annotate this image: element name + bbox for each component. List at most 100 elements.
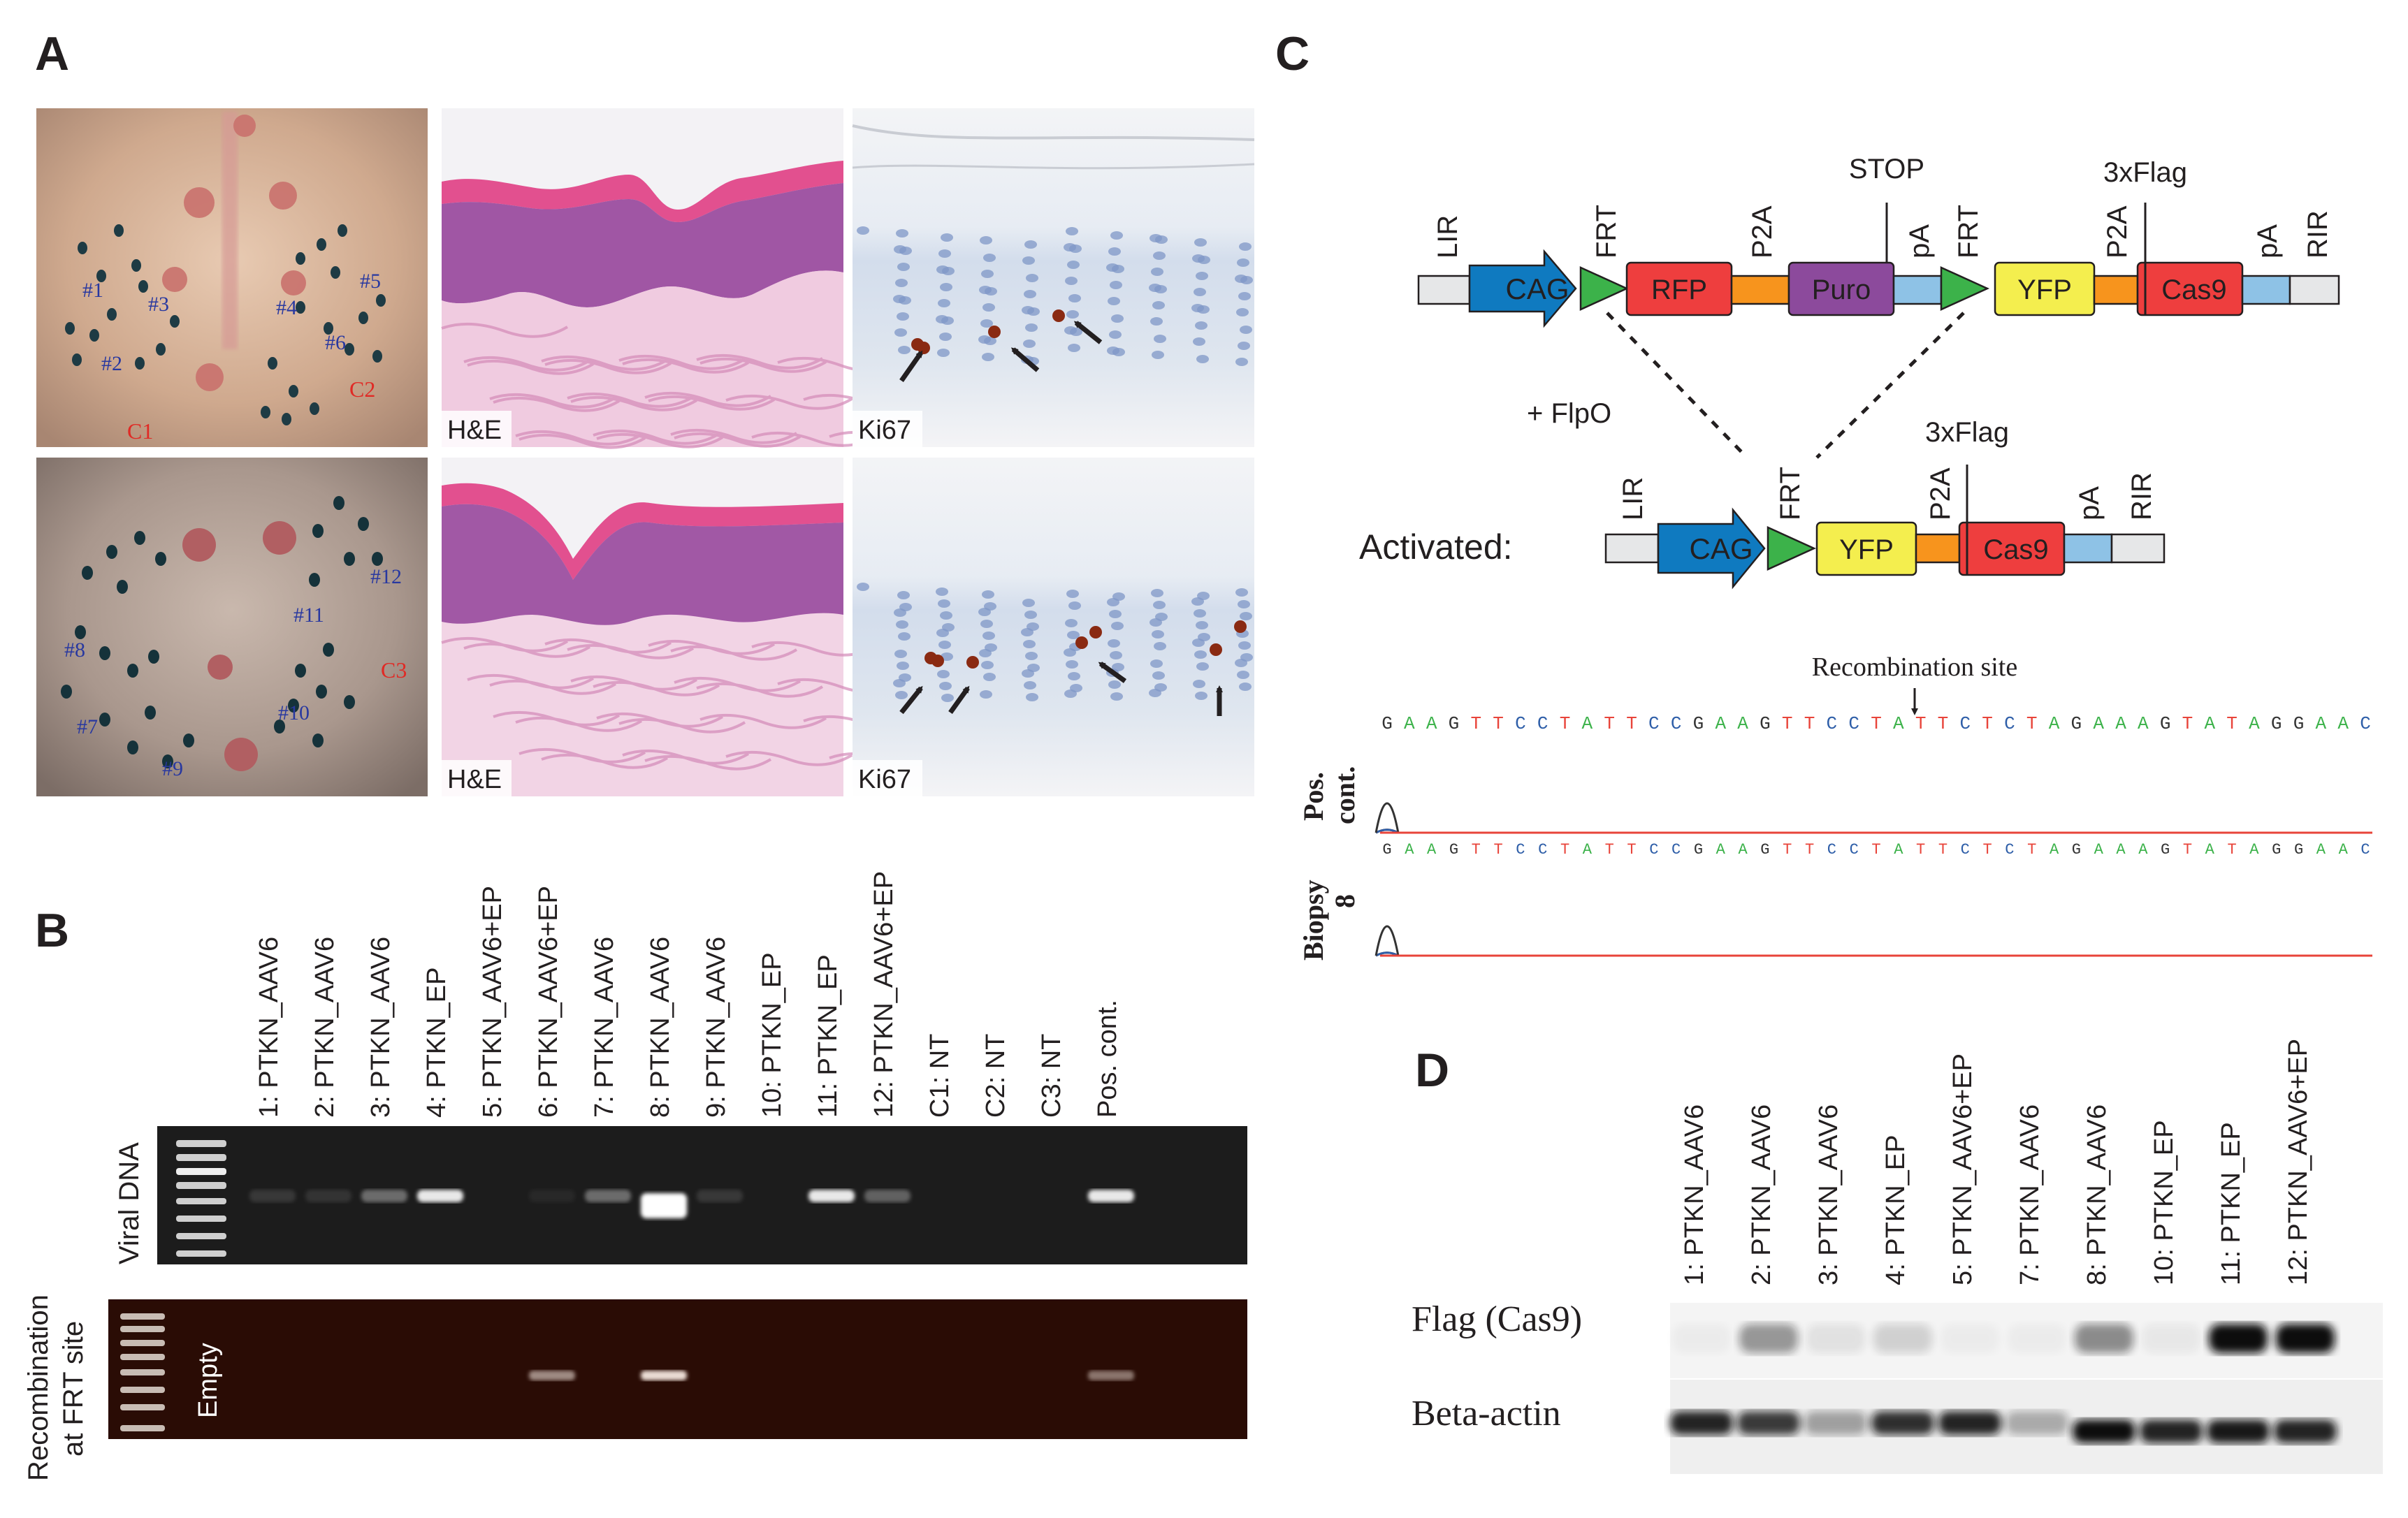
lane-label: 3: PTKN_AAV6 bbox=[1814, 1104, 1843, 1285]
collagen-fiber bbox=[541, 753, 669, 769]
base-call: G bbox=[2071, 713, 2082, 734]
base-call: A bbox=[2138, 713, 2149, 734]
base-call: A bbox=[2204, 713, 2215, 734]
tattoo-dot bbox=[82, 566, 93, 580]
base-call: G bbox=[2271, 713, 2282, 734]
base-call: C bbox=[2360, 841, 2370, 859]
tattoo-dot bbox=[145, 706, 156, 720]
nucleus bbox=[1192, 638, 1205, 647]
base-call: A bbox=[1404, 713, 1415, 734]
collagen-fiber bbox=[648, 395, 776, 411]
lane-label: 12: PTKN_AAV6+EP bbox=[2284, 1039, 2313, 1285]
nucleus bbox=[1065, 277, 1078, 285]
base-call: T bbox=[1915, 713, 1927, 734]
base-call: A bbox=[1893, 713, 1904, 734]
nucleus bbox=[1108, 297, 1120, 305]
arrow-icon bbox=[1010, 347, 1040, 372]
base-call: A bbox=[1738, 841, 1748, 859]
3xflag-label: 3xFlag bbox=[1925, 417, 2009, 448]
tattoo-dot bbox=[282, 413, 291, 425]
lane-label: 1: PTKN_AAV6 bbox=[1680, 1104, 1709, 1285]
nucleus bbox=[1153, 251, 1166, 260]
nucleus bbox=[982, 353, 994, 361]
panel-label-a: A bbox=[35, 27, 69, 80]
nucleus bbox=[1022, 306, 1034, 314]
site-label: #8 bbox=[64, 638, 85, 662]
nucleus bbox=[941, 233, 953, 242]
tattoo-dot bbox=[106, 545, 117, 559]
nucleus bbox=[1240, 612, 1252, 620]
tattoo-dot bbox=[309, 573, 320, 587]
row-label-recombination-1: Recombination bbox=[23, 1294, 54, 1481]
tattoo-dot bbox=[96, 270, 106, 282]
frt-label: FRT bbox=[1591, 205, 1622, 258]
cag-label: CAG bbox=[1505, 272, 1569, 305]
nucleus bbox=[1021, 628, 1033, 636]
recombination-site-label: Recombination site bbox=[1812, 652, 2017, 682]
base-call: T bbox=[1782, 713, 1793, 734]
frt-triangle bbox=[1579, 266, 1630, 311]
nucleus bbox=[1191, 304, 1204, 312]
collagen-fiber bbox=[467, 359, 595, 375]
nucleus bbox=[983, 673, 996, 681]
nucleus bbox=[894, 608, 906, 617]
stop-label: STOP bbox=[1849, 154, 1924, 184]
base-call: A bbox=[2316, 841, 2326, 859]
recombination-dashed-line bbox=[1815, 312, 1965, 459]
nucleus bbox=[894, 650, 907, 658]
arrow-icon bbox=[899, 350, 923, 383]
nucleus bbox=[857, 226, 869, 235]
base-call: A bbox=[2093, 713, 2104, 734]
nucleus bbox=[1066, 227, 1078, 235]
pa-label: pA bbox=[2252, 224, 2283, 258]
nucleus bbox=[1149, 284, 1161, 292]
collagen-fiber bbox=[644, 391, 772, 407]
gel-band bbox=[529, 1190, 575, 1202]
tattoo-dot bbox=[338, 224, 347, 237]
base-call: A bbox=[2249, 713, 2260, 734]
collagen-fiber bbox=[518, 433, 646, 449]
base-call: A bbox=[1583, 841, 1593, 859]
nucleus bbox=[1154, 642, 1166, 650]
base-call: T bbox=[1470, 713, 1481, 734]
western-band bbox=[2006, 1411, 2068, 1435]
base-call: C bbox=[1515, 713, 1526, 734]
nucleus bbox=[1068, 294, 1081, 302]
nucleus bbox=[1022, 669, 1034, 678]
cas9-label: Cas9 bbox=[2161, 275, 2226, 305]
collagen-fiber bbox=[570, 395, 698, 411]
frt-triangle bbox=[1940, 266, 1990, 311]
nucleus bbox=[1025, 652, 1038, 660]
nucleus bbox=[936, 588, 948, 596]
nucleus bbox=[1023, 340, 1036, 348]
base-call: T bbox=[1982, 841, 1992, 859]
tattoo-dot bbox=[333, 496, 344, 510]
base-call: A bbox=[2205, 841, 2215, 859]
nucleus bbox=[979, 649, 992, 657]
panel-label-b: B bbox=[35, 904, 69, 957]
collagen-fiber bbox=[489, 679, 617, 695]
rir-label: RIR bbox=[2126, 472, 2157, 520]
he-histology-top: H&E bbox=[441, 108, 957, 449]
ki67-histology-bottom: Ki67 bbox=[853, 458, 1254, 796]
nucleus bbox=[1026, 693, 1038, 701]
nucleus bbox=[1152, 630, 1164, 638]
base-call: T bbox=[1805, 841, 1814, 859]
nucleus bbox=[938, 249, 951, 258]
lane-label: 7: PTKN_AAV6 bbox=[2015, 1104, 2045, 1285]
trace-label-line2: 8 bbox=[1329, 894, 1361, 908]
nucleus bbox=[1024, 240, 1037, 249]
tattoo-dot bbox=[312, 524, 324, 538]
empty-label: Empty bbox=[194, 1343, 223, 1418]
base-call: C bbox=[1850, 841, 1859, 859]
nucleus bbox=[897, 591, 910, 599]
tattoo-dot bbox=[372, 350, 382, 363]
lane-label: 4: PTKN_EP bbox=[422, 968, 451, 1118]
gel-viral-dna bbox=[157, 1126, 1247, 1264]
site-label: #5 bbox=[360, 270, 381, 293]
lane-label: 8: PTKN_AAV6 bbox=[2082, 1104, 2112, 1285]
base-call: A bbox=[2339, 841, 2349, 859]
nucleus bbox=[1064, 689, 1077, 698]
